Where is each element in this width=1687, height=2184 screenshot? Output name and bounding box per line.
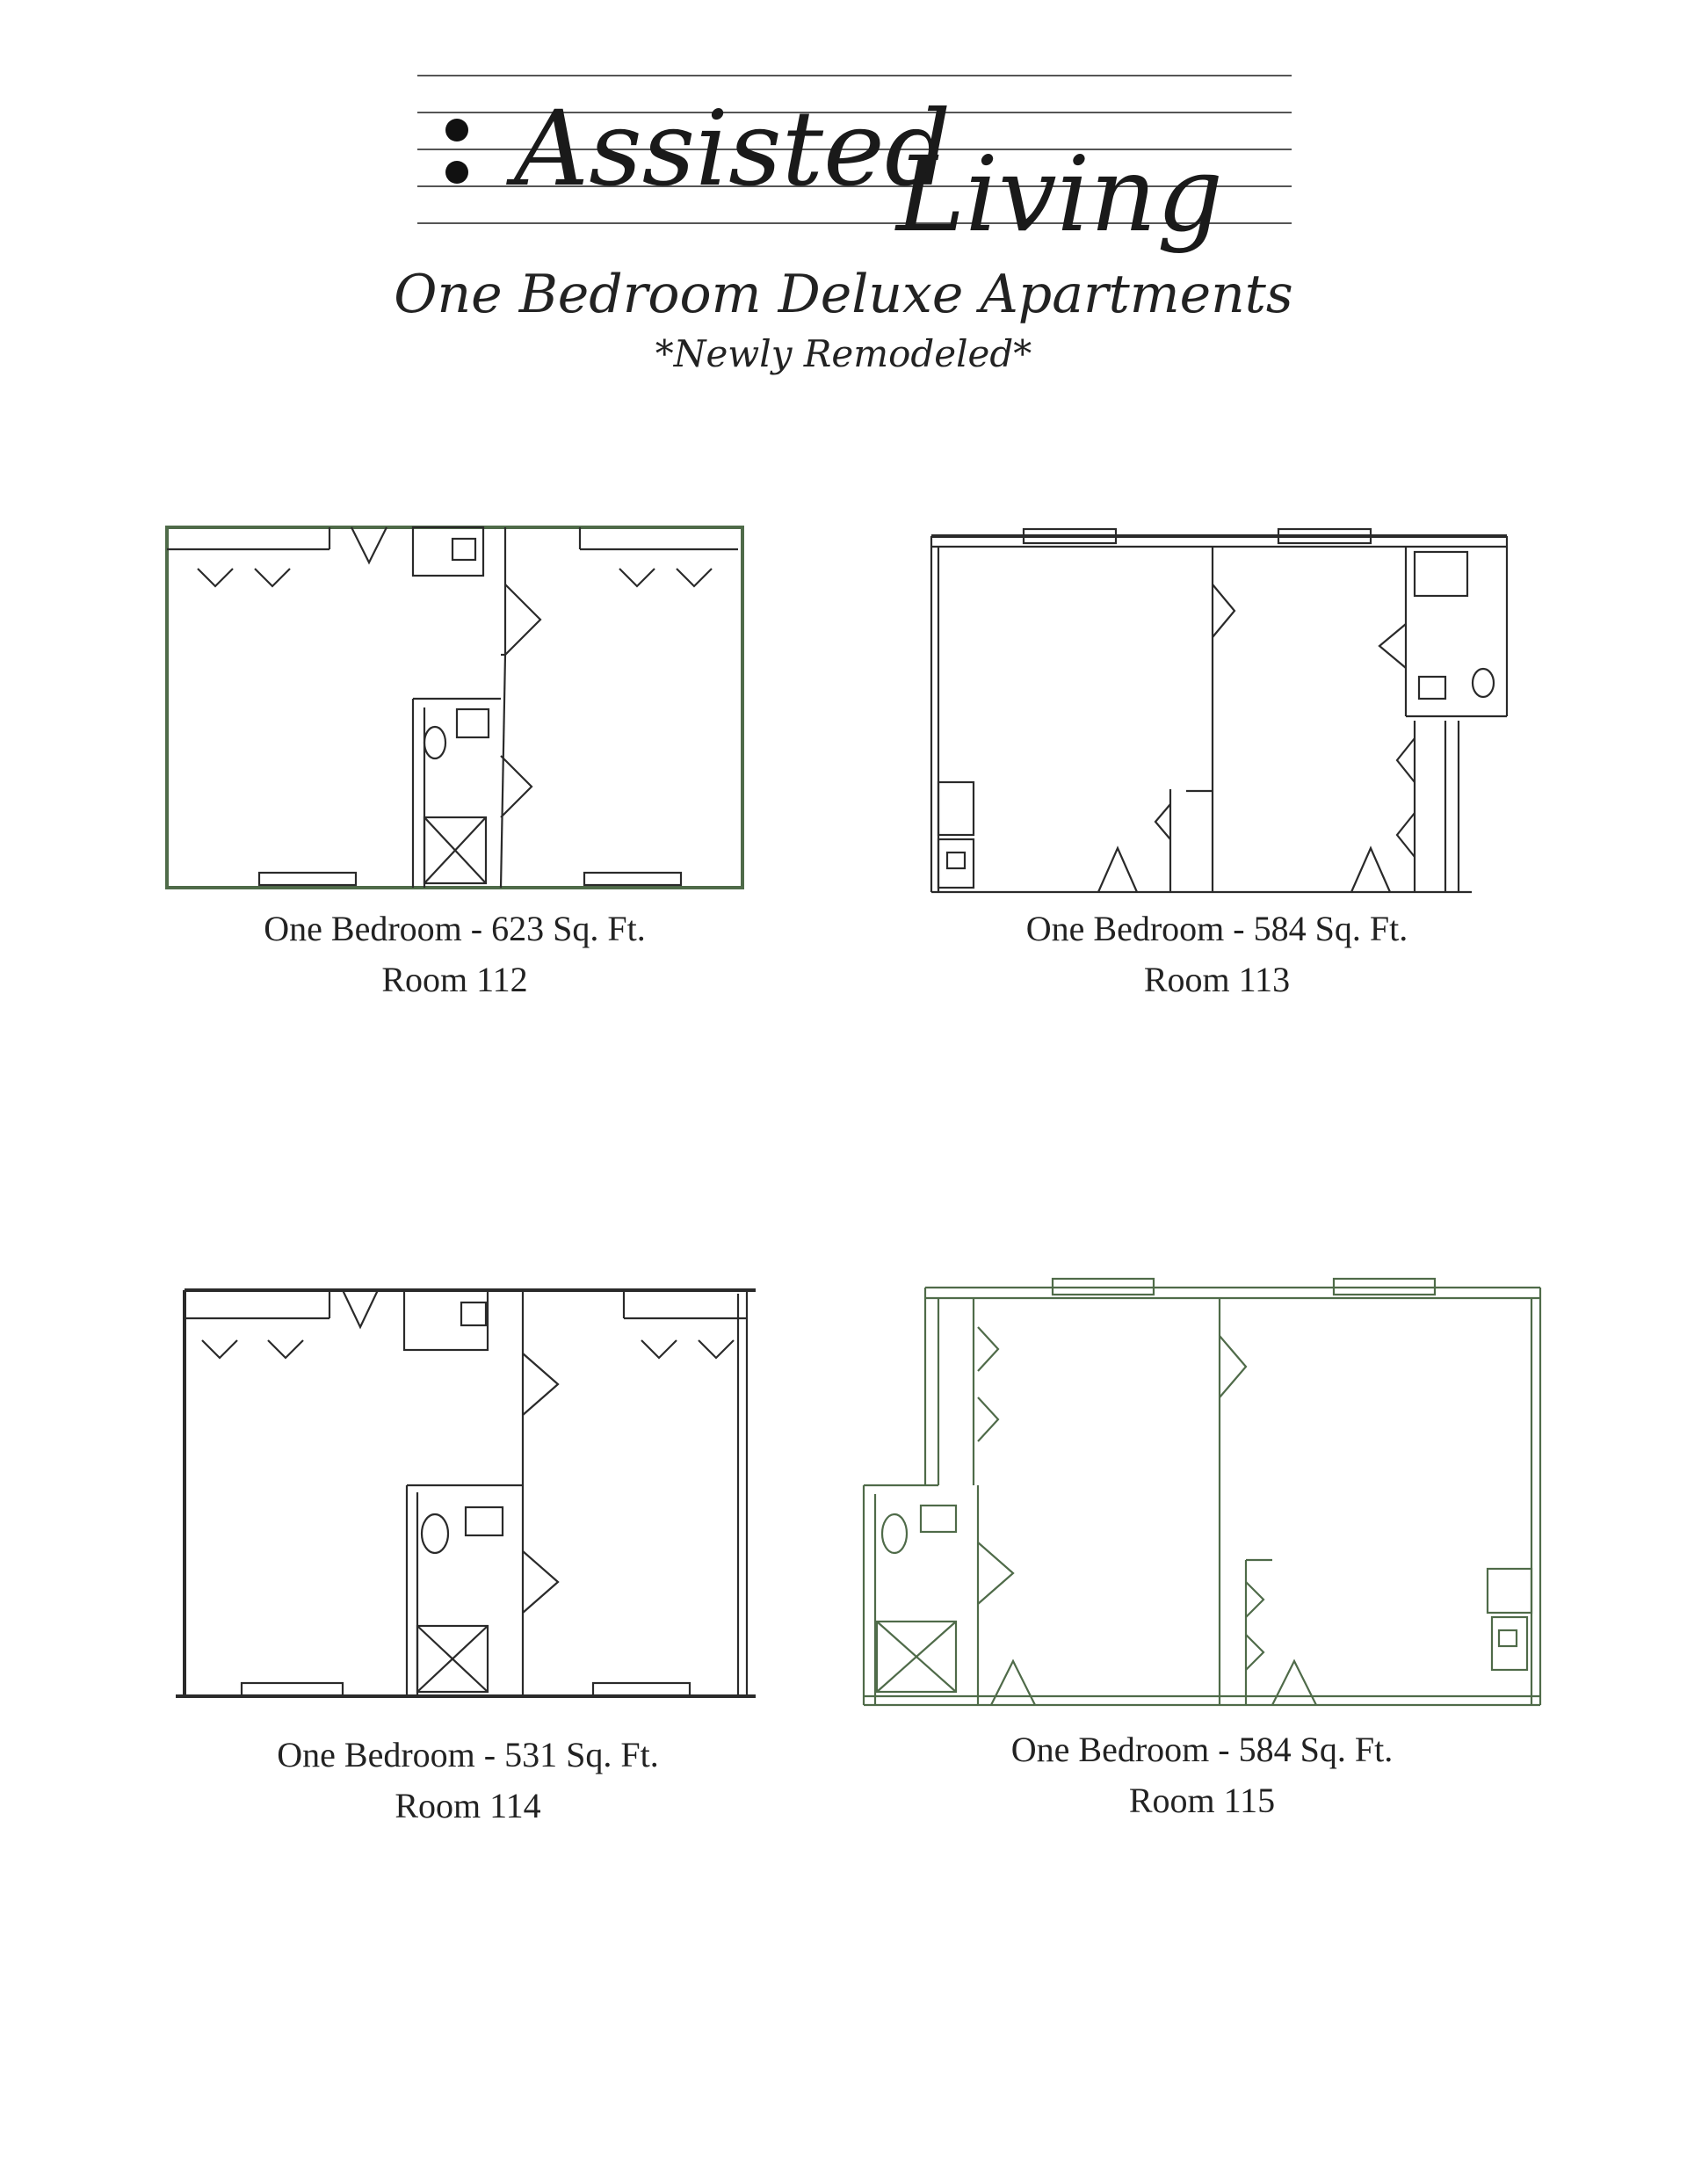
page-subtitle: One Bedroom Deluxe Apartments — [394, 264, 1293, 325]
plan-room-label: Room 114 — [395, 1786, 541, 1825]
plan-room-label: Room 113 — [1143, 960, 1291, 999]
logo-staff-lines — [417, 75, 1292, 224]
plan-room-label: Room 112 — [381, 960, 528, 999]
floor-plan-room-112 — [163, 523, 747, 892]
logo-dot-bottom — [445, 161, 468, 184]
plan-size-label: One Bedroom - 584 Sq. Ft. — [1010, 1730, 1394, 1769]
logo-word-living: Living — [894, 134, 1223, 255]
caption-room-113: One Bedroom - 584 Sq. Ft. Room 113 — [923, 903, 1511, 1005]
floor-plan-room-114 — [171, 1283, 764, 1701]
floor-plan-room-115 — [859, 1270, 1545, 1709]
logo-word-assisted: Assisted — [506, 88, 951, 209]
page-header: Assisted Living One Bedroom Deluxe Apart… — [0, 0, 1687, 404]
logo-dot-top — [445, 119, 468, 141]
plan-room-label: Room 115 — [1128, 1781, 1276, 1820]
plan-size-label: One Bedroom - 531 Sq. Ft. — [277, 1735, 659, 1774]
caption-room-114: One Bedroom - 531 Sq. Ft. Room 114 — [171, 1730, 764, 1832]
caption-room-112: One Bedroom - 623 Sq. Ft. Room 112 — [163, 903, 747, 1005]
page-tagline: *Newly Remodeled* — [655, 332, 1032, 375]
caption-room-115: One Bedroom - 584 Sq. Ft. Room 115 — [859, 1724, 1545, 1826]
floor-plan-room-113 — [923, 519, 1511, 896]
plan-size-label: One Bedroom - 584 Sq. Ft. — [1025, 909, 1408, 948]
assisted-living-logo: Assisted Living — [417, 75, 1292, 255]
plan-size-label: One Bedroom - 623 Sq. Ft. — [264, 909, 646, 948]
